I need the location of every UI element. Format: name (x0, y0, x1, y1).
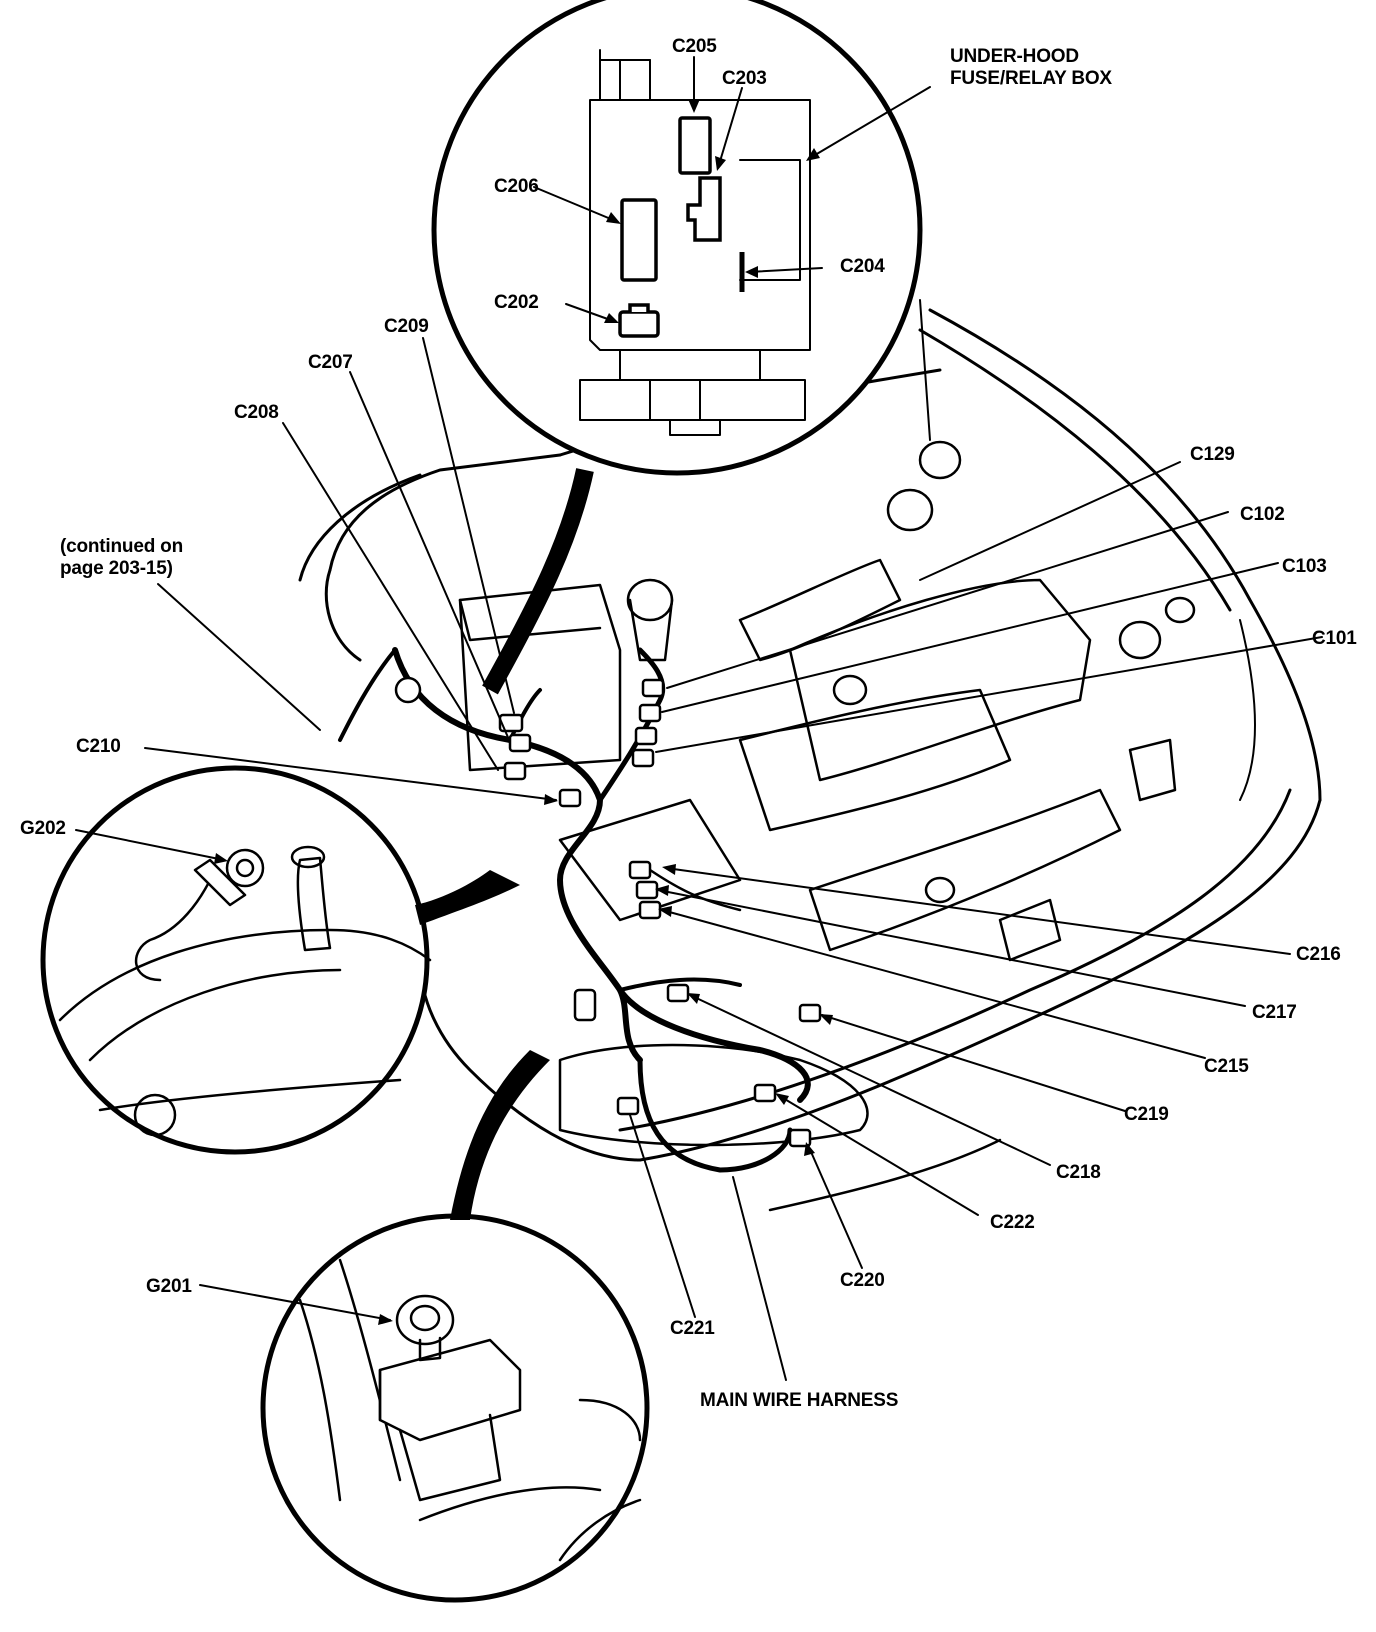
label-c216: C216 (1296, 944, 1341, 965)
g201-inset (260, 1050, 650, 1603)
label-c206: C206 (494, 176, 539, 197)
g202-inset (40, 765, 520, 1155)
label-c215: C215 (1204, 1056, 1249, 1077)
label-fuse-box-line1: UNDER-HOOD (950, 46, 1079, 67)
label-c205: C205 (672, 36, 717, 57)
label-continued-line1: (continued on (60, 536, 183, 557)
label-c208: C208 (234, 402, 279, 423)
label-c129: C129 (1190, 444, 1235, 465)
label-g201: G201 (146, 1276, 192, 1297)
label-c202: C202 (494, 292, 539, 313)
connectors (394, 676, 822, 1148)
fuse-box-inset (431, 0, 923, 695)
label-g202: G202 (20, 818, 66, 839)
label-c220: C220 (840, 1270, 885, 1291)
label-c204: C204 (840, 256, 885, 277)
label-c103: C103 (1282, 556, 1327, 577)
label-fuse-box-line2: FUSE/RELAY BOX (950, 68, 1112, 89)
leader-lines (75, 56, 1323, 1381)
label-c209: C209 (384, 316, 429, 337)
label-c219: C219 (1124, 1104, 1169, 1125)
arrowheads (214, 99, 833, 1325)
label-c218: C218 (1056, 1162, 1101, 1183)
label-c210: C210 (76, 736, 121, 757)
label-main-wire-harness: MAIN WIRE HARNESS (700, 1390, 899, 1411)
label-continued-line2: page 203-15) (60, 558, 173, 579)
label-c203: C203 (722, 68, 767, 89)
label-c207: C207 (308, 352, 353, 373)
label-c101: C101 (1312, 628, 1357, 649)
label-c221: C221 (670, 1318, 715, 1339)
label-c217: C217 (1252, 1002, 1297, 1023)
label-c102: C102 (1240, 504, 1285, 525)
label-c222: C222 (990, 1212, 1035, 1233)
